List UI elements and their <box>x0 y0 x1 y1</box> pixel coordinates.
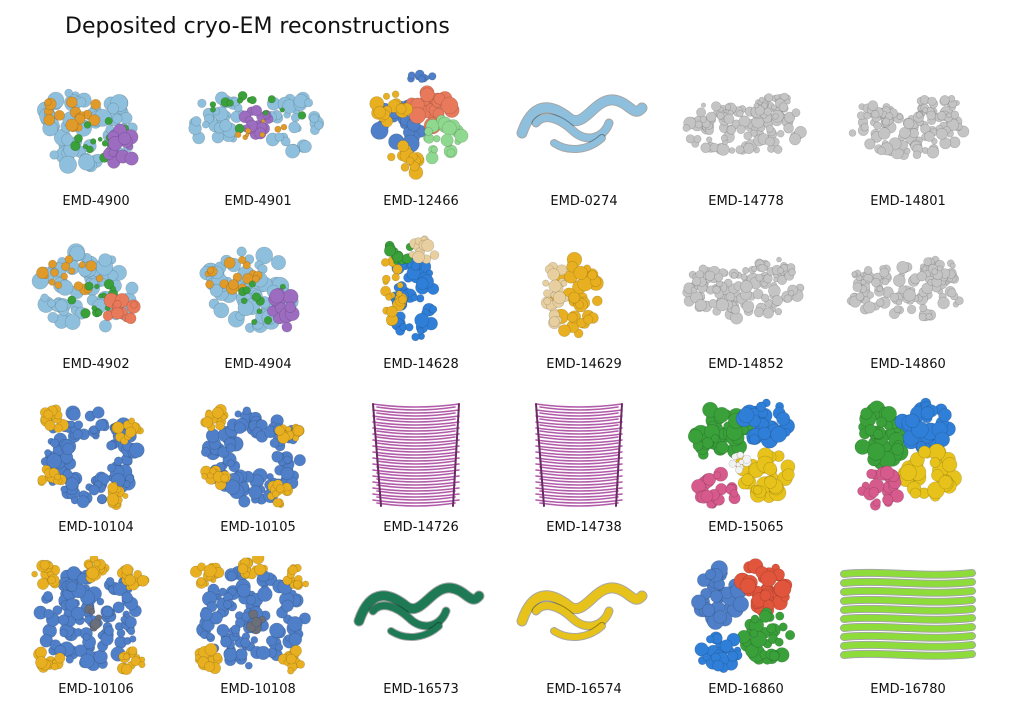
map-tile: EMD-16860 <box>670 552 822 704</box>
density-map-emd-12466 <box>369 69 469 180</box>
map-label: EMD-14860 <box>870 357 946 372</box>
map-tile: EMD-16573 <box>345 552 497 704</box>
density-map-emd-14801 <box>848 95 970 161</box>
density-map-emd-4904 <box>199 246 300 333</box>
density-map-emd-10106 <box>31 556 150 675</box>
map-tile: EMD-16574 <box>508 552 660 704</box>
map-label: EMD-15065 <box>708 520 784 535</box>
map-tile: EMD-14778 <box>670 64 822 216</box>
map-tile: EMD-10105 <box>182 390 334 542</box>
map-tile: EMD-10108 <box>182 552 334 704</box>
map-tile: EMD-14738 <box>508 390 660 542</box>
density-map-emd-10105 <box>200 403 306 509</box>
map-label: EMD-12466 <box>383 194 459 209</box>
map-label: EMD-14852 <box>708 357 784 372</box>
density-map-emd-14726 <box>372 403 460 507</box>
map-label: EMD-16860 <box>708 682 784 697</box>
density-map-emd-14860 <box>846 255 964 322</box>
density-map-emd-16573 <box>353 582 485 641</box>
density-map-emd-4901 <box>188 90 325 159</box>
density-map-emd-14738 <box>535 403 623 507</box>
map-tile: EMD-0274 <box>508 64 660 216</box>
map-tile: EMD-4900 <box>20 64 172 216</box>
map-label: EMD-10106 <box>58 682 134 697</box>
density-map-emd-10104 <box>37 404 145 511</box>
map-tile: EMD-16780 <box>832 552 984 704</box>
map-label: EMD-14778 <box>708 194 784 209</box>
map-label: EMD-4900 <box>62 194 130 209</box>
map-tile <box>832 390 984 542</box>
density-map-tile-17 <box>854 397 962 511</box>
density-map-emd-14629 <box>540 251 604 339</box>
map-label: EMD-16574 <box>546 682 622 697</box>
density-map-emd-16780 <box>840 568 976 660</box>
map-label: EMD-10108 <box>220 682 296 697</box>
map-label: EMD-4901 <box>224 194 292 209</box>
map-tile: EMD-14726 <box>345 390 497 542</box>
map-tile: EMD-12466 <box>345 64 497 216</box>
density-map-emd-0274 <box>516 94 648 153</box>
density-map-emd-4900 <box>36 88 139 174</box>
map-tile: EMD-14852 <box>670 227 822 379</box>
map-label: EMD-14629 <box>546 357 622 372</box>
map-label: EMD-4902 <box>62 357 130 372</box>
page-title: Deposited cryo-EM reconstructions <box>65 14 450 39</box>
map-tile: EMD-15065 <box>670 390 822 542</box>
density-map-emd-10108 <box>190 556 311 675</box>
density-map-emd-14628 <box>380 235 440 342</box>
map-label: EMD-14628 <box>383 357 459 372</box>
density-map-emd-14778 <box>682 92 807 156</box>
map-tile: EMD-10104 <box>20 390 172 542</box>
density-map-emd-15065 <box>687 398 796 509</box>
map-label: EMD-0274 <box>550 194 618 209</box>
map-label: EMD-10104 <box>58 520 134 535</box>
map-tile: EMD-4902 <box>20 227 172 379</box>
density-map-emd-14852 <box>682 256 805 325</box>
map-label: EMD-16780 <box>870 682 946 697</box>
density-map-emd-16860 <box>691 558 796 673</box>
map-tile: EMD-14860 <box>832 227 984 379</box>
map-tile: EMD-4901 <box>182 64 334 216</box>
map-label: EMD-16573 <box>383 682 459 697</box>
map-tile: EMD-14628 <box>345 227 497 379</box>
map-label: EMD-10105 <box>220 520 296 535</box>
density-map-emd-16574 <box>516 582 648 641</box>
map-tile: EMD-10106 <box>20 552 172 704</box>
map-label: EMD-4904 <box>224 357 292 372</box>
map-label: EMD-14801 <box>870 194 946 209</box>
map-label: EMD-14738 <box>546 520 622 535</box>
density-map-emd-4902 <box>31 243 141 333</box>
map-label: EMD-14726 <box>383 520 459 535</box>
map-tile: EMD-4904 <box>182 227 334 379</box>
map-tile: EMD-14629 <box>508 227 660 379</box>
map-tile: EMD-14801 <box>832 64 984 216</box>
